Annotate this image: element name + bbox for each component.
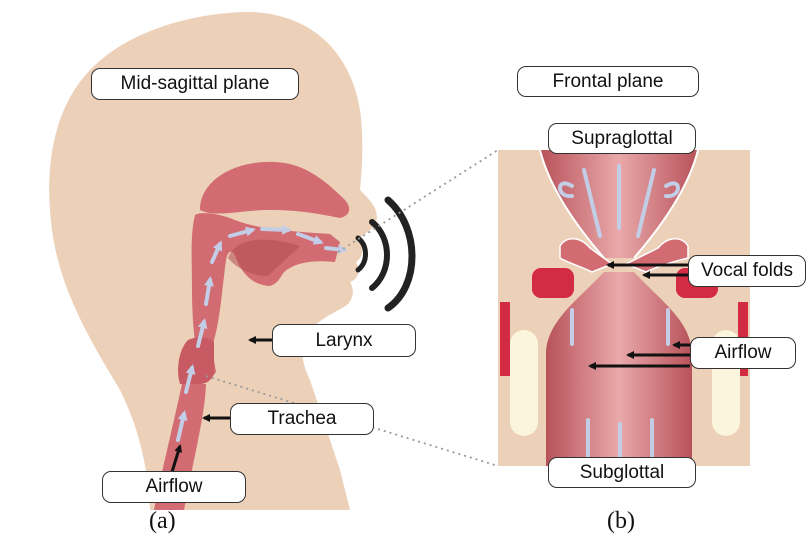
airflow-label-b: Airflow <box>690 337 796 369</box>
larynx-label: Larynx <box>272 324 416 357</box>
cartilage-left <box>500 302 510 376</box>
muscle-left <box>532 268 574 298</box>
cartilage-ring-left <box>510 330 538 436</box>
subglottal-label: Subglottal <box>548 457 696 488</box>
supraglottal-label: Supraglottal <box>548 123 696 154</box>
caption-a: (a) <box>149 508 176 535</box>
frontal-plane-label: Frontal plane <box>517 66 699 97</box>
vocal-folds-label: Vocal folds <box>688 255 806 287</box>
caption-b: (b) <box>607 508 635 535</box>
airflow-label-a: Airflow <box>102 471 246 503</box>
trachea-label: Trachea <box>230 403 374 435</box>
mid-sagittal-plane-label: Mid-sagittal plane <box>91 68 299 100</box>
